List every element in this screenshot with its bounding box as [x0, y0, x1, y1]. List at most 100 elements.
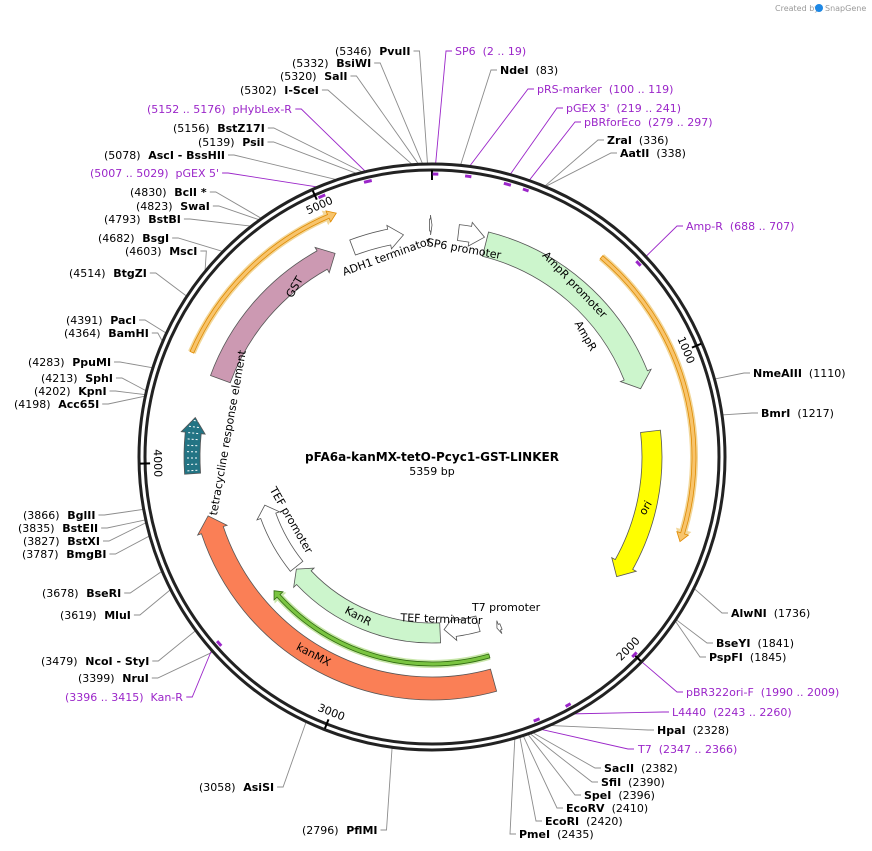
site-label-psii: (5139) PsiI	[198, 136, 265, 149]
site-acc65i-coord: (4198)	[14, 398, 51, 411]
site-bstz17i-coord: (5156)	[173, 122, 210, 135]
site-label-bmgbi: (3787) BmgBI	[22, 548, 106, 561]
site-leader-bcli	[209, 191, 262, 219]
site-label-bseri: (3678) BseRI	[42, 587, 121, 600]
site-alwni-name: AlwNI	[731, 607, 767, 620]
site-leader-sacii	[531, 731, 601, 769]
site-bstbi-coord: (4793)	[104, 213, 141, 226]
site-label-btgzi: (4514) BtgZI	[69, 267, 147, 280]
site-pmei-name: PmeI	[519, 828, 550, 841]
site-psii-name: PsiI	[235, 136, 265, 149]
site-label-sali: (5320) SalI	[280, 70, 347, 83]
site-bseri-name: BseRI	[79, 587, 122, 600]
site-leader-bmgbi	[109, 535, 151, 555]
site-ncoi-name: NcoI - StyI	[78, 655, 150, 668]
snapgene-logo-icon	[815, 4, 823, 12]
primer-leader-l4440	[572, 711, 669, 715]
primer-leader-pbr322ori-f	[641, 661, 683, 693]
primer-pgex-3-name: pGEX 3'	[566, 102, 610, 115]
site-leader-ndei	[460, 69, 497, 166]
site-psii-coord: (5139)	[198, 136, 235, 149]
tet-element-repeat-8	[189, 419, 200, 422]
site-bcli-coord: (4830)	[130, 186, 167, 199]
site-spei-coord: (2396)	[611, 789, 655, 802]
feature-tef-promoter	[256, 504, 304, 572]
site-label-nrui: (3399) NruI	[78, 672, 149, 685]
site-label-ppumi: (4283) PpuMI	[28, 356, 111, 369]
site-i-scei-coord: (5302)	[240, 84, 277, 97]
label-leaders	[98, 50, 758, 835]
primer-mark-pbrforeco	[522, 187, 530, 193]
site-label-ncoi: (3479) NcoI - StyI	[41, 655, 149, 668]
site-bstxi-coord: (3827)	[23, 535, 60, 548]
primer-prs-marker-name: pRS-marker	[537, 83, 602, 96]
site-bmri-name: BmrI	[761, 407, 790, 420]
site-leader-bstbi	[183, 218, 252, 227]
site-leader-asci	[228, 154, 338, 181]
site-kpni-coord: (4202)	[34, 385, 71, 398]
primer-label-prs-marker: pRS-marker (100 .. 119)	[537, 83, 673, 96]
primer-label-pbrforeco: pBRforEco (279 .. 297)	[584, 116, 713, 129]
site-ecori-coord: (2420)	[579, 815, 623, 828]
primer-t7-coord: (2347 .. 2366)	[652, 743, 738, 756]
site-bsteii-name: BstEII	[55, 522, 99, 535]
primer-mark-kan-r	[215, 640, 223, 647]
primer-mark-amp-r	[635, 260, 642, 267]
site-leader-nrui	[151, 651, 214, 679]
site-ndei-coord: (83)	[529, 64, 559, 77]
primer-mark-prs-marker	[464, 174, 472, 179]
site-bmgbi-name: BmgBI	[59, 548, 107, 561]
feature-arrows	[180, 210, 699, 701]
primer-t7-name: T7	[637, 743, 652, 756]
primer-mark-pbr322ori-f	[631, 651, 638, 659]
site-leader-swai	[212, 205, 260, 221]
site-leader-paci	[139, 319, 167, 334]
site-i-scei-name: I-SceI	[277, 84, 319, 97]
site-pspfi-name: PspFI	[709, 651, 743, 664]
site-label-bstz17i: (5156) BstZ17I	[173, 122, 265, 135]
site-zrai-name: ZraI	[607, 134, 632, 147]
site-leader-btgzi	[149, 272, 188, 297]
site-paci-name: PacI	[103, 314, 136, 327]
tet-element-repeat-0	[187, 469, 198, 472]
site-label-acc65i: (4198) Acc65I	[14, 398, 99, 411]
feature-t7-promoter	[496, 620, 503, 634]
feature-label-ori: ori	[636, 498, 654, 517]
site-label-hpai: HpaI (2328)	[657, 724, 729, 737]
site-mlui-coord: (3619)	[60, 609, 97, 622]
site-label-ndei: NdeI (83)	[500, 64, 558, 77]
site-sali-coord: (5320)	[280, 70, 317, 83]
primer-marks	[215, 172, 642, 723]
primer-label-pbr322ori-f: pBR322ori-F (1990 .. 2009)	[686, 686, 839, 699]
site-bglii-coord: (3866)	[23, 509, 60, 522]
site-bsgi-coord: (4682)	[98, 232, 135, 245]
site-leader-bseyi	[675, 619, 713, 644]
primer-mark-pgex-5	[317, 193, 326, 200]
primer-leader-pgex-5	[222, 172, 319, 188]
site-leader-bsgi	[172, 237, 224, 252]
site-sacii-name: SacII	[604, 762, 634, 775]
primer-label-phyblex-r: (5152 .. 5176) pHybLex-R	[147, 103, 292, 116]
site-sfii-name: SfiI	[601, 776, 621, 789]
site-bsiwi-coord: (5332)	[292, 57, 329, 70]
site-bseyi-coord: (1841)	[750, 637, 794, 650]
feature-adh1-terminator	[349, 224, 405, 256]
site-leader-bglii	[98, 508, 144, 516]
site-bsteii-coord: (3835)	[18, 522, 55, 535]
feature-ori	[611, 429, 663, 578]
primer-pbrforeco-name: pBRforEco	[584, 116, 641, 129]
site-bmgbi-coord: (3787)	[22, 548, 59, 561]
primer-label-t7: T7 (2347 .. 2366)	[637, 743, 737, 756]
tet-element-repeat-7	[188, 425, 199, 428]
site-leader-ecori	[519, 736, 542, 822]
site-leader-nmeaiii	[714, 372, 750, 380]
site-spei-name: SpeI	[584, 789, 611, 802]
site-leader-bstxi	[103, 522, 147, 542]
site-label-paci: (4391) PacI	[66, 314, 136, 327]
site-ppumi-coord: (4283)	[28, 356, 65, 369]
site-leader-spei	[527, 733, 581, 796]
primer-label-pgex-3: pGEX 3' (219 .. 241)	[566, 102, 681, 115]
site-label-swai: (4823) SwaI	[136, 200, 210, 213]
plasmid-name: pFA6a-kanMX-tetO-Pcyc1-GST-LINKER	[305, 450, 559, 464]
